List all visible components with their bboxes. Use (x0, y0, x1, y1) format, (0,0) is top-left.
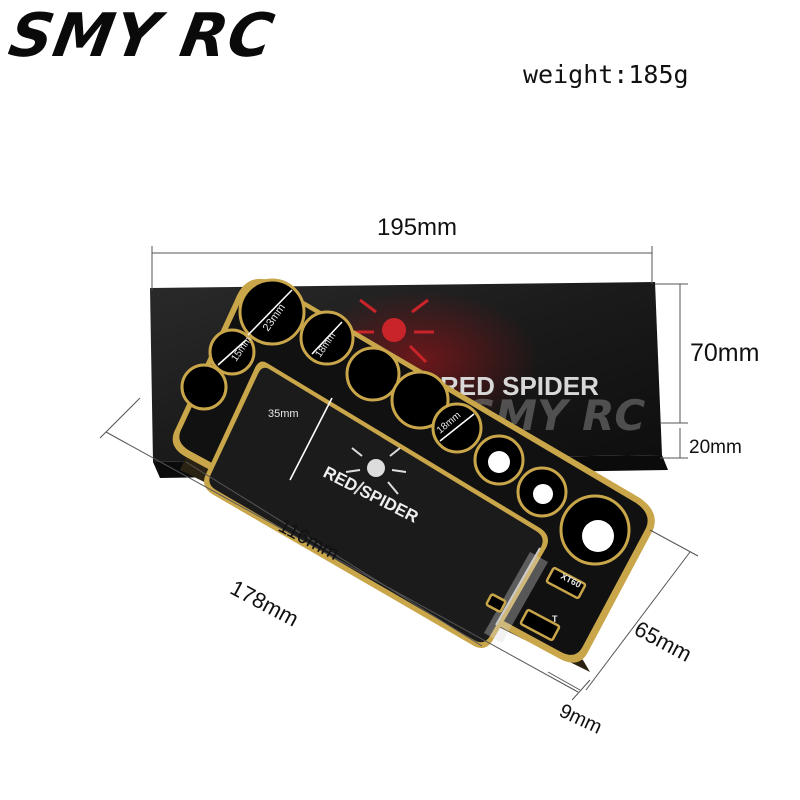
connector-slots (485, 566, 587, 642)
dimension-lines (99, 246, 699, 701)
through-hole-light (488, 451, 614, 552)
hole-18mm-b (345, 346, 401, 402)
pit-tray: RED SPIDER 23mm 15mm 18mm 18mm 35mm XT60… (172, 278, 655, 672)
dim-20mm: 20mm (689, 437, 742, 458)
dim-70mm: 70mm (690, 339, 760, 367)
box-spider-logo (354, 298, 434, 364)
tray-spider-logo (345, 447, 407, 495)
weight-label: weight:185g (523, 60, 689, 89)
hole-23mm (238, 278, 306, 346)
label-t-plug: T (552, 614, 558, 624)
hole-small-left (180, 363, 228, 411)
dim-195mm: 195mm (377, 214, 458, 241)
hole-mid (390, 370, 450, 430)
box-logo-text: RED SPIDER (440, 371, 599, 401)
tray-measure-arrows (217, 289, 475, 481)
label-35mm: 35mm (268, 408, 299, 420)
tray-ruler (484, 547, 548, 643)
